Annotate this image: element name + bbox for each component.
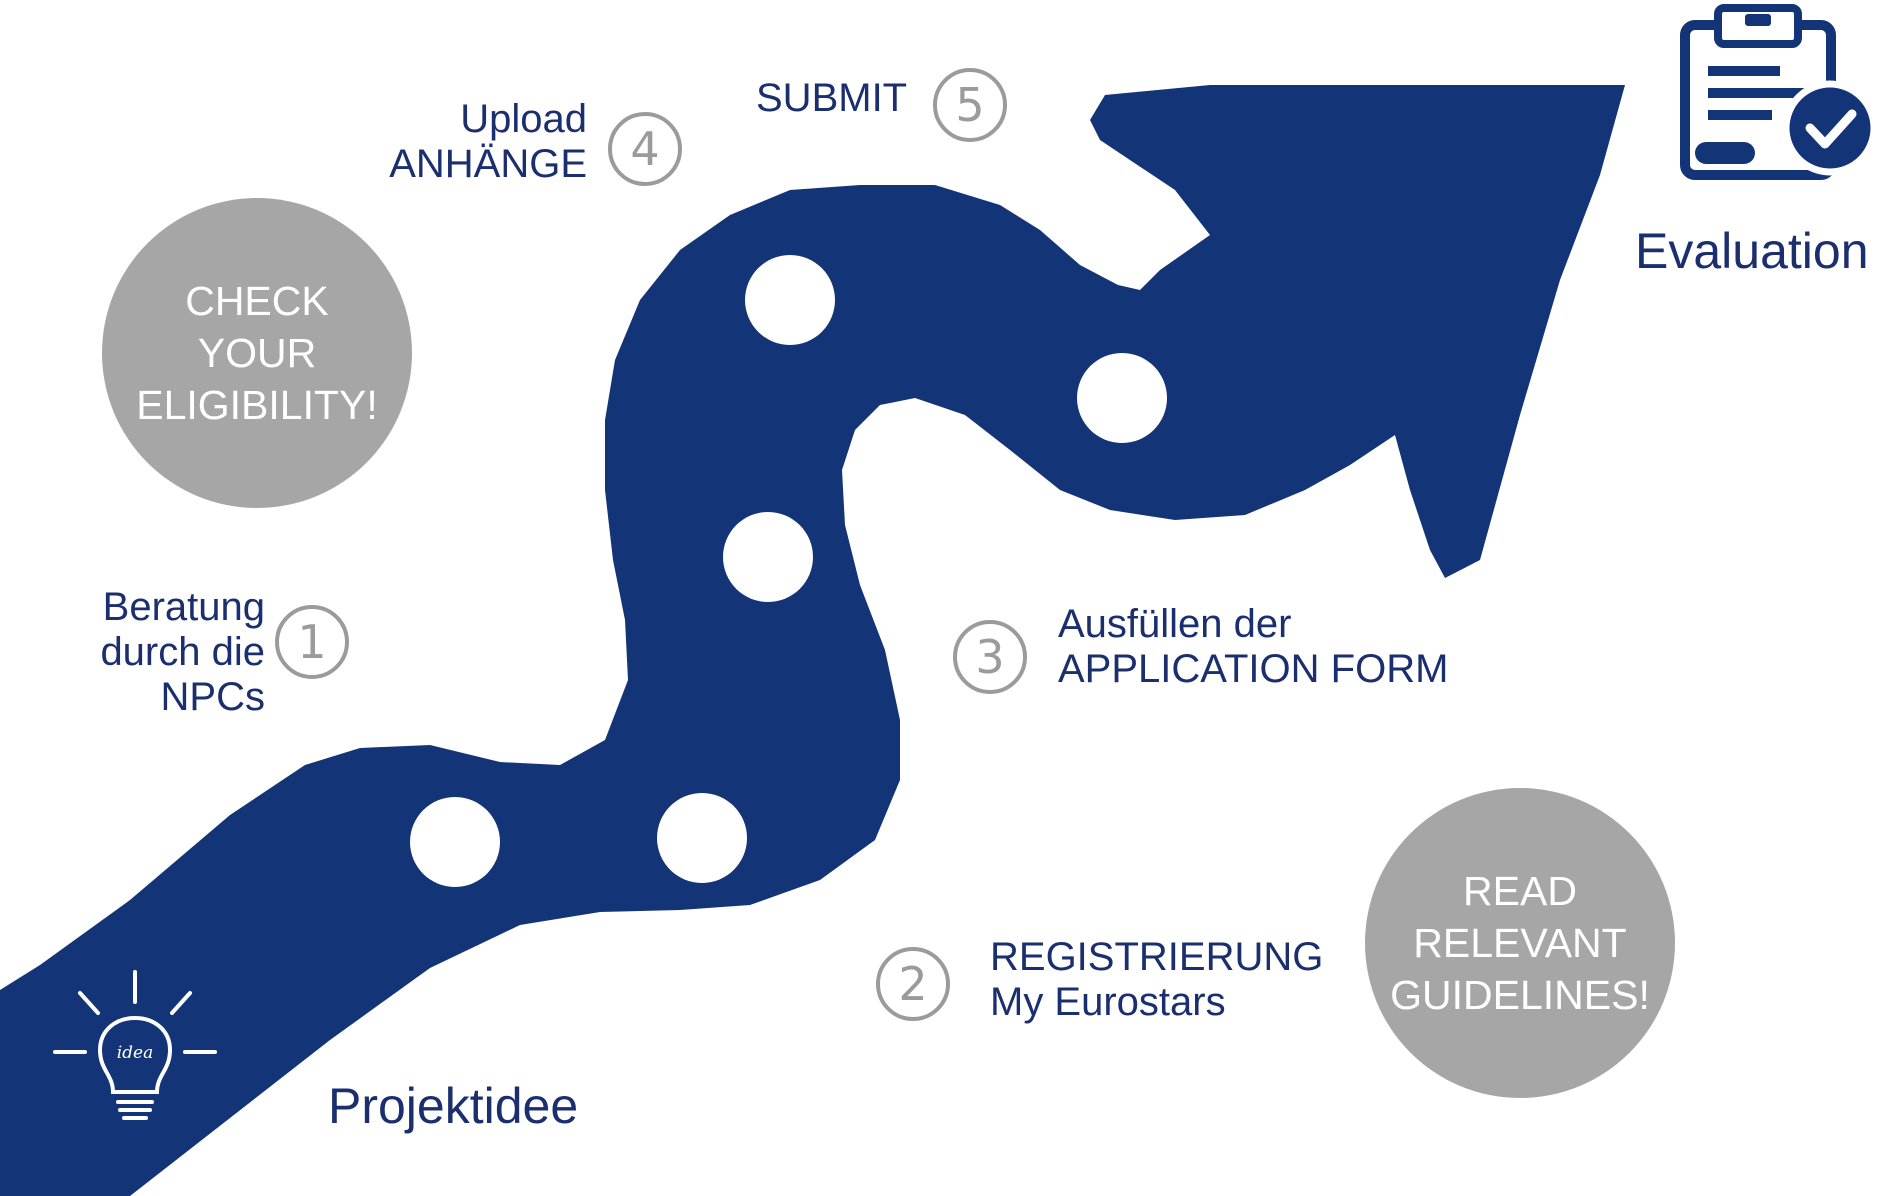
guidelines-bubble-line: RELEVANT <box>1413 919 1627 966</box>
step-1-label: Beratung durch die NPCs <box>100 585 265 721</box>
guidelines-bubble-line: READ <box>1463 867 1577 914</box>
guidelines-bubble-line: GUIDELINES! <box>1390 972 1650 1019</box>
road-stop <box>723 512 813 602</box>
step-3-label: Ausfüllen der APPLICATION FORM <box>1058 602 1448 692</box>
guidelines-bubble: READ RELEVANT GUIDELINES! <box>1365 788 1675 1098</box>
eligibility-bubble-line: ELIGIBILITY! <box>136 382 378 429</box>
start-label: Projektidee <box>328 1078 579 1134</box>
step-1-number: 1 <box>275 605 349 679</box>
step-1-line: durch die <box>100 630 265 675</box>
step-3-line: APPLICATION FORM <box>1058 647 1449 692</box>
winding-road <box>0 85 1625 1196</box>
end-label: Evaluation <box>1635 223 1869 279</box>
lightbulb-idea-icon: idea <box>53 970 217 1120</box>
step-1-line: NPCs <box>160 675 265 720</box>
eligibility-bubble-line: CHECK <box>185 277 329 324</box>
step-5-label: SUBMIT <box>756 76 908 120</box>
step-2-number: 2 <box>876 947 950 1021</box>
road-stop <box>657 793 747 883</box>
road-stop <box>745 255 835 345</box>
step-1-line: Beratung <box>102 585 265 629</box>
idea-icon-text: idea <box>117 1043 154 1063</box>
step-3-number: 3 <box>953 620 1027 694</box>
step-4-number: 4 <box>608 112 682 186</box>
eligibility-bubble: CHECK YOUR ELIGIBILITY! <box>102 198 412 508</box>
road-stop <box>410 797 500 887</box>
step-2-line: REGISTRIERUNG <box>990 935 1324 979</box>
step-2-label: REGISTRIERUNG My Eurostars <box>990 935 1323 1025</box>
step-4-line: ANHÄNGE <box>389 142 587 187</box>
clipboard-check-icon <box>1680 4 1878 180</box>
step-4-line: Upload <box>460 97 587 141</box>
step-2-line: My Eurostars <box>990 980 1226 1025</box>
eligibility-bubble-line: YOUR <box>197 329 317 376</box>
step-5-number: 5 <box>933 68 1007 142</box>
road-stop <box>1077 353 1167 443</box>
step-4-label: Upload ANHÄNGE <box>389 97 587 187</box>
step-3-line: Ausfüllen der <box>1058 602 1292 646</box>
road-stops <box>410 255 1167 887</box>
